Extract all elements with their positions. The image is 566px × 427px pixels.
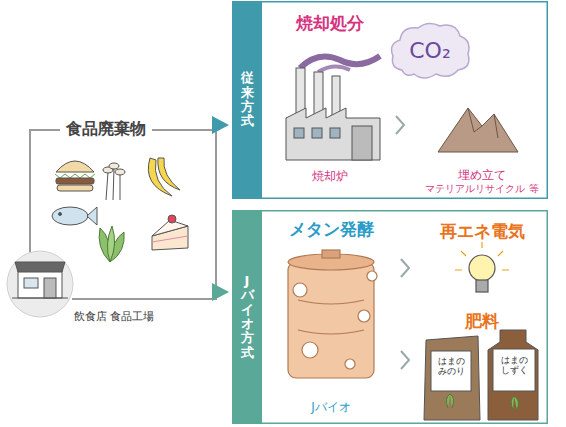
incinerator-factory: [318, 66, 350, 72]
light-bulb: [455, 242, 509, 292]
incinerator-factory: [330, 128, 340, 138]
landfill-mountain: [438, 108, 518, 152]
fertilizer-bags: [446, 394, 453, 408]
burger-icon: [55, 174, 95, 178]
incinerator-factory: [286, 56, 380, 160]
waste-frame-box: 食品廃棄物: [30, 118, 216, 300]
cake-icon: [152, 236, 188, 242]
light-bulb: [455, 242, 509, 270]
landfill-mountain: [438, 108, 518, 152]
step-heading: メタン発酵: [289, 220, 374, 240]
process-group: 肥料: [420, 312, 544, 332]
method-name: Jバイオ方式: [241, 274, 254, 360]
process-group: 再エネ電気: [420, 222, 544, 302]
fertilizer-bags: [511, 396, 518, 410]
shop-icon: [18, 270, 62, 298]
banana-icon: [158, 158, 180, 190]
shop-icon: [7, 251, 73, 317]
burger-icon: [55, 161, 95, 191]
burger-icon: [57, 185, 93, 191]
cake-icon: [152, 215, 188, 250]
arrow-head: [212, 116, 229, 134]
panel-side-bar: Jバイオ方式: [232, 210, 262, 424]
light-bulb: [469, 255, 495, 281]
fertilizer-bags: [431, 351, 471, 391]
methane-tank: [367, 271, 377, 281]
section-title: 食品廃棄物: [60, 120, 152, 138]
fertilizer-bags: [424, 336, 480, 420]
process-group: 埋め立てマテリアルリサイクル 等: [418, 100, 546, 194]
fish-icon: [59, 213, 62, 216]
flow-chevron: [401, 259, 409, 277]
mushroom-icon: [115, 169, 125, 175]
fish-icon: [52, 207, 97, 225]
light-bulb: [476, 280, 488, 292]
methane-tank: [345, 359, 355, 369]
step-heading: 再エネ電気: [440, 222, 525, 242]
mushroom-icon: [109, 163, 119, 169]
fish-icon: [87, 207, 97, 225]
step-note: マテリアルリサイクル 等: [425, 183, 538, 195]
flow-chevron: [396, 116, 404, 134]
cake-icon: [168, 215, 176, 223]
flow-arrow: [212, 116, 229, 134]
method-panel: 従来方式 焼却処分焼却炉 CO₂ 埋め立てマテリアルリサイクル 等: [232, 1, 548, 199]
methane-tank: [358, 310, 370, 322]
landfill-mountain: [468, 108, 498, 138]
burger-icon: [56, 161, 94, 172]
cloud-outline: [392, 23, 469, 78]
source-label: 飲食店 食品工場: [74, 311, 155, 324]
methane-tank: [288, 262, 374, 378]
mushroom-icon: [103, 163, 125, 200]
panel-side-bar: 従来方式: [232, 1, 262, 199]
methane-tank: [298, 300, 364, 334]
product-label: はまの みのり: [433, 356, 469, 377]
process-group: 焼却処分焼却炉: [277, 14, 382, 184]
flow-chevron: [401, 351, 409, 369]
methane-tank: [322, 250, 340, 258]
method-panel: Jバイオ方式 メタン発酵 Jバイオ 再エネ電気肥料: [232, 210, 548, 424]
shop-icon: [7, 251, 73, 317]
flow-arrow: [212, 283, 229, 301]
incinerator-factory: [286, 108, 380, 160]
step-heading: 肥料: [465, 312, 499, 332]
burger-icon: [56, 178, 94, 184]
fertilizer-bags: [493, 349, 535, 391]
shop-icon: [15, 262, 65, 272]
methane-tank: [302, 342, 318, 358]
methane-tank: [288, 250, 377, 378]
methane-tank: [293, 283, 307, 297]
arrow-head: [401, 351, 409, 369]
vegetable-icon: [107, 226, 114, 262]
vegetable-icon: [99, 226, 124, 262]
fertilizer-bags: [488, 330, 538, 420]
arrow-head: [212, 283, 229, 301]
method-name: 従来方式: [241, 71, 254, 128]
shop-icon: [24, 278, 38, 288]
fish-icon: [52, 207, 88, 225]
co2-cloud: CO₂: [388, 20, 472, 82]
shop-icon: [12, 298, 68, 299]
step-heading: 焼却処分: [296, 14, 364, 34]
product-label: はまの しずく: [495, 355, 533, 376]
incinerator-factory: [294, 128, 304, 138]
step-note: Jバイオ: [311, 401, 351, 415]
arrow-head: [396, 116, 404, 134]
process-group: メタン発酵 Jバイオ: [272, 220, 390, 415]
banana-icon: [148, 158, 180, 196]
fertilizer-bags: [424, 330, 538, 420]
co2-label: CO₂: [409, 38, 451, 63]
arrow-head: [401, 259, 409, 277]
step-note: 焼却炉: [312, 170, 348, 184]
shop-icon: [44, 278, 56, 298]
incinerator-factory: [312, 128, 322, 138]
step-heading: 埋め立て: [458, 169, 506, 183]
incinerator-factory: [352, 126, 372, 160]
